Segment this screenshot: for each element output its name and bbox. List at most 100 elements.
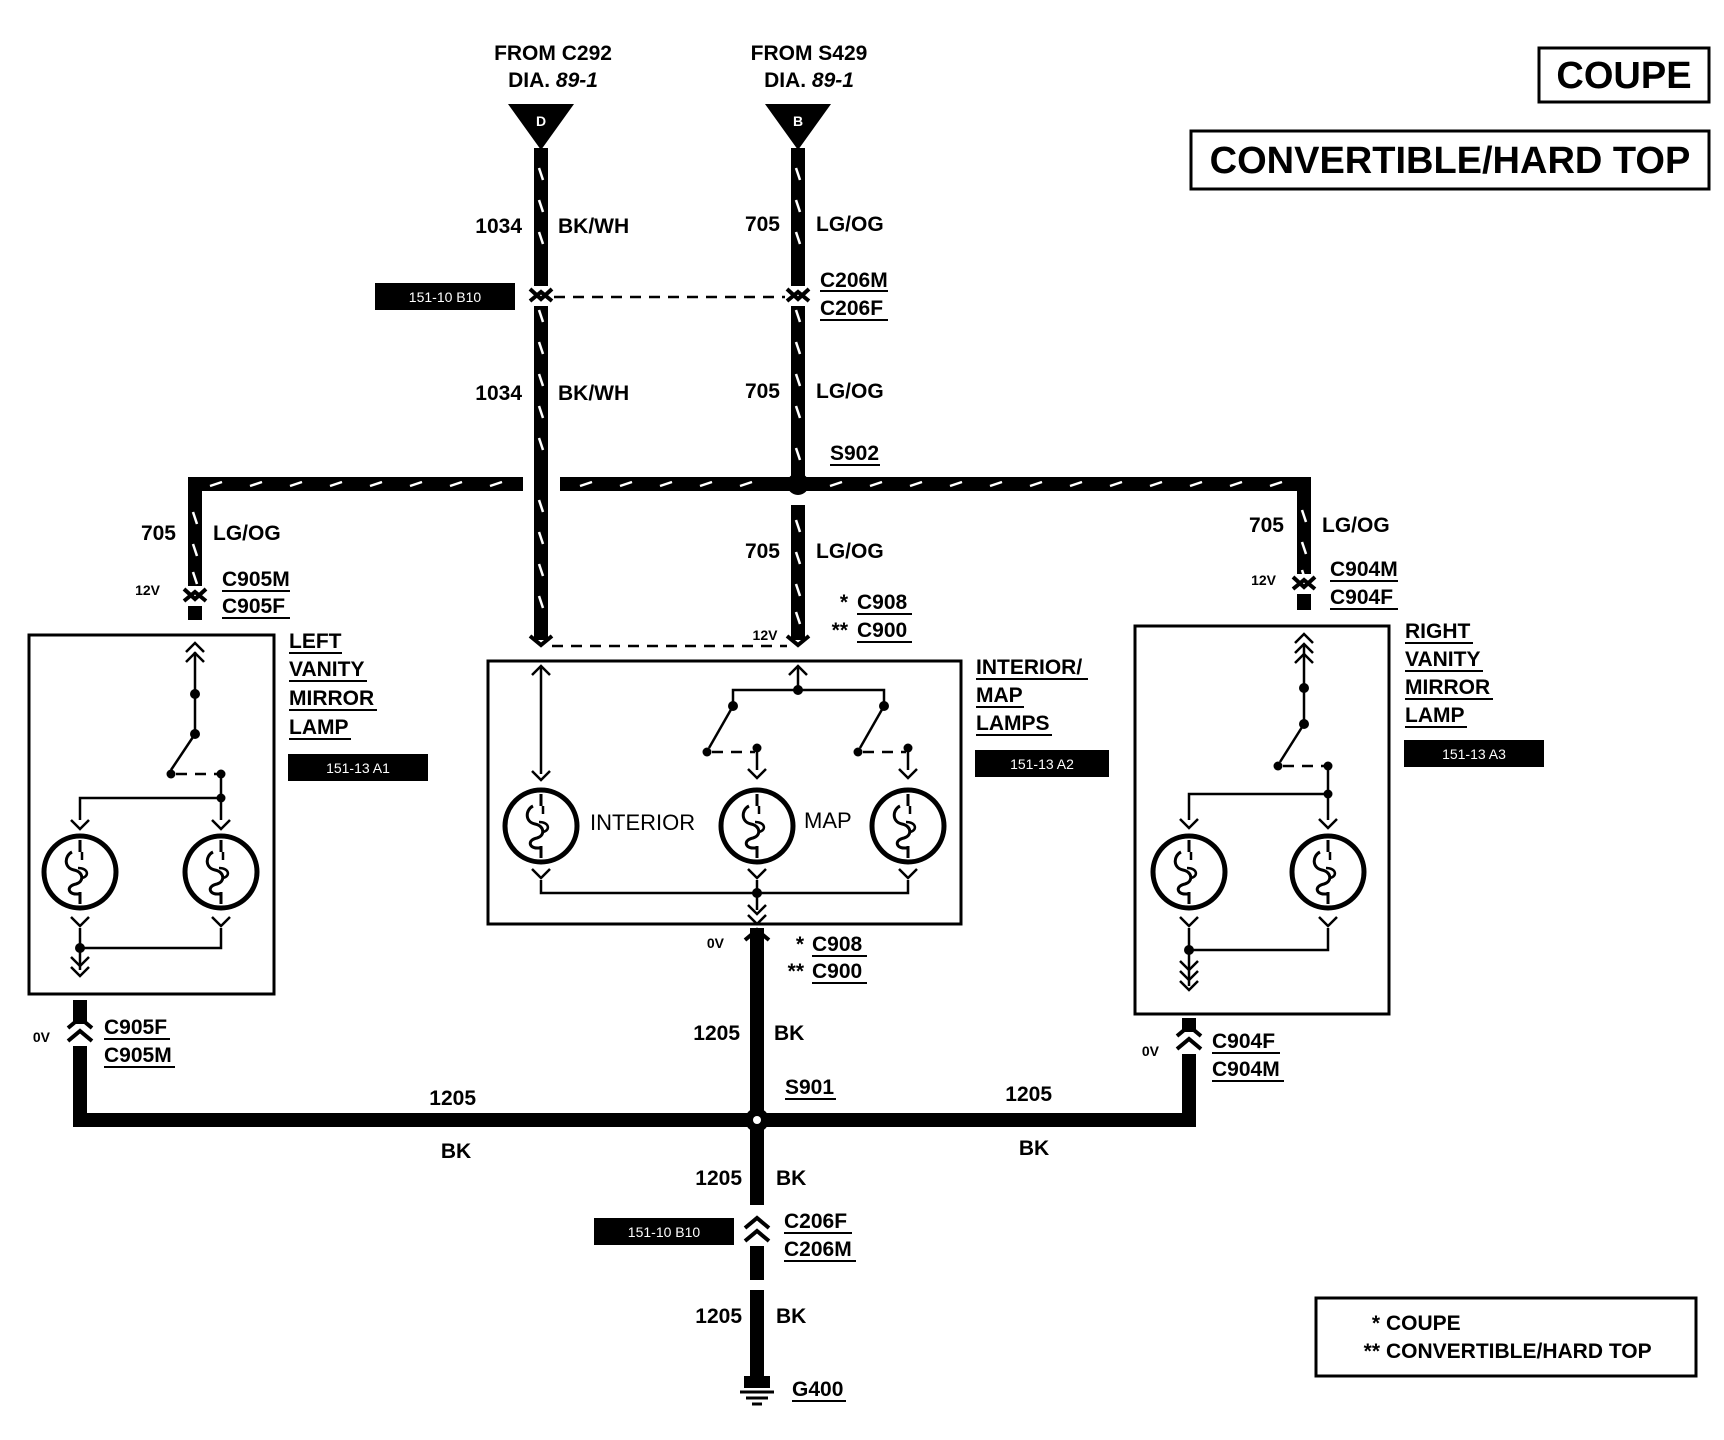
tag-top: 151-10 B10: [375, 283, 515, 310]
ground-icon: [740, 1376, 774, 1406]
interior-map-lamps: [486, 659, 963, 926]
svg-text:INTERIOR/: INTERIOR/: [976, 656, 1082, 679]
c905m-bottom-label: C905M: [104, 1044, 172, 1067]
convertible-header-text: CONVERTIBLE/HARD TOP: [1210, 140, 1691, 182]
svg-text:MIRROR: MIRROR: [289, 687, 374, 710]
wire-label-705-left: 705: [141, 522, 176, 545]
source-right-line2: DIA. 89-1: [764, 69, 854, 92]
c904f-bottom-label: C904F: [1212, 1030, 1275, 1053]
c904m-bottom-label: C904M: [1212, 1058, 1280, 1081]
wire-color-lgog-mid: LG/OG: [816, 380, 884, 403]
svg-text:LEFT: LEFT: [289, 630, 342, 653]
wire-color-bk-lower: BK: [776, 1167, 806, 1190]
c908-top-label: C908: [857, 591, 908, 614]
convertible-header: CONVERTIBLE/HARD TOP: [1189, 129, 1711, 191]
svg-text:151-10 B10: 151-10 B10: [628, 1224, 701, 1240]
wire-color-lgog-left: LG/OG: [213, 522, 281, 545]
svg-text:LAMP: LAMP: [1405, 704, 1465, 727]
wire-color-bk-right: BK: [1019, 1137, 1049, 1160]
c206m-label: C206M: [820, 269, 888, 292]
svg-text:151-13 A2: 151-13 A2: [1010, 756, 1074, 772]
wire-705-stripes: [794, 167, 802, 625]
wire-label-1205-bottom: 1205: [695, 1305, 742, 1328]
legend-mark-2: **: [1364, 1340, 1381, 1363]
svg-text:151-13 A3: 151-13 A3: [1442, 746, 1506, 762]
voltage-0v-right: 0V: [1142, 1043, 1160, 1059]
wire-color-bk-bottom: BK: [776, 1305, 806, 1328]
svg-text:RIGHT: RIGHT: [1405, 620, 1471, 643]
bus-705-stripes: [191, 480, 1308, 585]
c900-bottom-label: C900: [812, 960, 862, 983]
c905-top-connector: [182, 586, 208, 606]
svg-text:B: B: [793, 113, 803, 129]
wire-label-1034-mid: 1034: [475, 382, 522, 405]
c206-bottom-connector: [743, 1215, 771, 1246]
wire-label-1205-center: 1205: [693, 1022, 740, 1045]
wire-color-bkwh-top: BK/WH: [558, 215, 629, 238]
wire-color-bk-center: BK: [774, 1022, 804, 1045]
source-left-line2: DIA. 89-1: [508, 69, 598, 92]
wire-label-1034-top: 1034: [475, 215, 522, 238]
svg-text:LAMP: LAMP: [289, 716, 349, 739]
c900-top-label: C900: [857, 619, 907, 642]
source-right-line1: FROM S429: [751, 42, 868, 65]
wire-label-1205-lower: 1205: [695, 1167, 742, 1190]
source-pin-d: D: [508, 104, 574, 150]
c206-connector-right: [785, 286, 811, 306]
s902-splice: [787, 473, 809, 495]
c908-bottom-label: C908: [812, 933, 863, 956]
s902-label: S902: [830, 442, 879, 465]
wire-color-lgog-top: LG/OG: [816, 213, 884, 236]
wire-color-lgog-right: LG/OG: [1322, 514, 1390, 537]
tag-right: 151-13 A3: [1404, 740, 1544, 767]
voltage-0v-center: 0V: [707, 935, 725, 951]
svg-text:VANITY: VANITY: [1405, 648, 1480, 671]
svg-text:151-13 A1: 151-13 A1: [326, 760, 390, 776]
wire-color-bkwh-mid: BK/WH: [558, 382, 629, 405]
voltage-12v-right: 12V: [1251, 572, 1277, 588]
c908-top-star: *: [840, 591, 849, 614]
c908-bottom-connector: [743, 927, 771, 942]
wire-color-bk-left: BK: [441, 1140, 471, 1163]
c904f-top-label: C904F: [1330, 586, 1393, 609]
c904-top-connector: [1291, 574, 1317, 594]
right-lamp-title: RIGHT VANITY MIRROR LAMP: [1405, 620, 1493, 728]
source-pin-b: B: [765, 104, 831, 150]
right-vanity-mirror-lamp: [1133, 624, 1391, 1016]
g400-label: G400: [792, 1378, 843, 1401]
center-lamp-title: INTERIOR/ MAP LAMPS: [976, 656, 1088, 736]
left-lamp-title: LEFT VANITY MIRROR LAMP: [289, 630, 377, 740]
svg-text:151-10 B10: 151-10 B10: [409, 289, 482, 305]
c206f-bottom-label: C206F: [784, 1210, 847, 1233]
c206m-bottom-label: C206M: [784, 1238, 852, 1261]
c900-top-star: **: [832, 619, 849, 642]
s901-label: S901: [785, 1076, 834, 1099]
legend-text-1: COUPE: [1386, 1312, 1461, 1335]
voltage-12v-left: 12V: [135, 582, 161, 598]
c908-bottom-star: *: [796, 933, 805, 956]
tag-left: 151-13 A1: [288, 754, 428, 781]
map-bulb-label: MAP: [804, 808, 852, 833]
wire-label-705-mid: 705: [745, 380, 780, 403]
c905f-top-label: C905F: [222, 595, 285, 618]
wire-label-705-right: 705: [1249, 514, 1284, 537]
svg-text:D: D: [536, 113, 546, 129]
tag-center: 151-13 A2: [975, 750, 1109, 777]
legend: * COUPE ** CONVERTIBLE/HARD TOP: [1314, 1296, 1698, 1378]
c904m-top-label: C904M: [1330, 558, 1398, 581]
tag-bottom: 151-10 B10: [594, 1218, 734, 1245]
svg-text:LAMPS: LAMPS: [976, 712, 1050, 735]
svg-text:MAP: MAP: [976, 684, 1023, 707]
wire-color-lgog-center: LG/OG: [816, 540, 884, 563]
wire-label-1205-right: 1205: [1005, 1083, 1052, 1106]
legend-text-2: CONVERTIBLE/HARD TOP: [1386, 1340, 1652, 1363]
wire-705-right-branch: [560, 477, 1311, 610]
legend-mark-1: *: [1372, 1312, 1381, 1335]
svg-text:MIRROR: MIRROR: [1405, 676, 1490, 699]
voltage-12v-center: 12V: [753, 627, 779, 643]
wire-1034-stripes: [537, 167, 545, 609]
c206-connector-left: [528, 286, 554, 306]
c904-bottom-connector: [1175, 1023, 1203, 1054]
wire-label-1205-left: 1205: [429, 1087, 476, 1110]
